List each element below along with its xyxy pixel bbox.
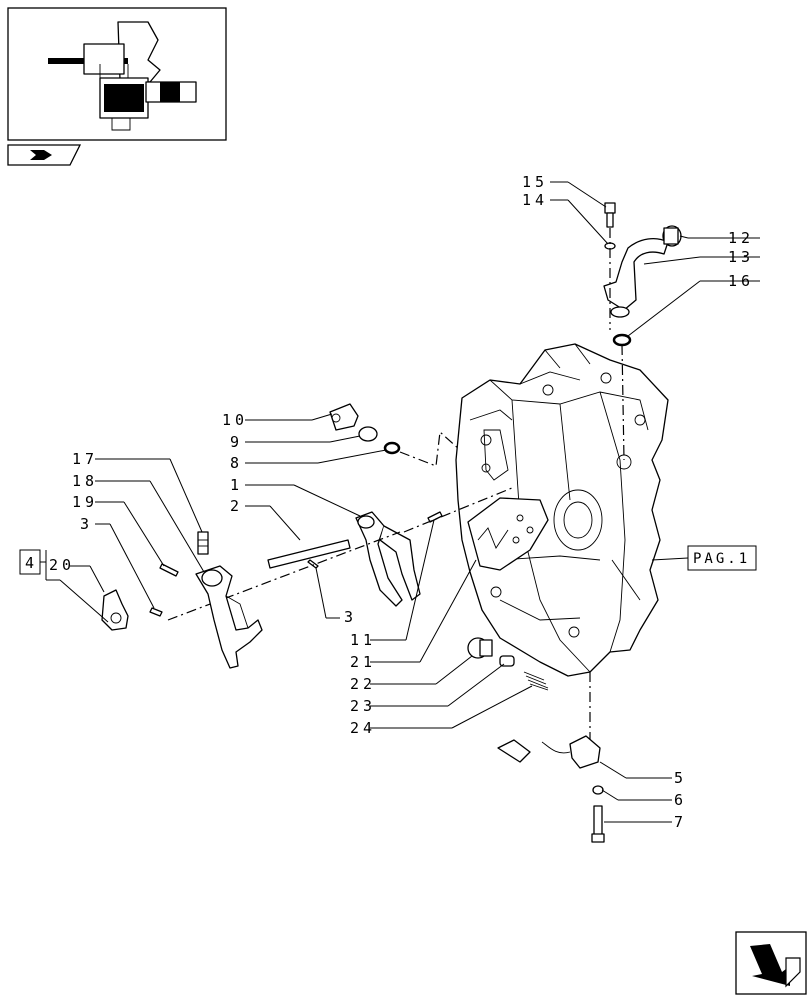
- part-3-pin: [307, 559, 319, 569]
- page-reference-label: PAG.1: [693, 551, 750, 567]
- callout-20: 20: [49, 556, 75, 574]
- callout-3a: 3: [80, 515, 93, 533]
- assembly-thumbnail[interactable]: [7, 7, 227, 141]
- part-19-pin: [159, 563, 179, 577]
- callout-21: 21: [350, 653, 376, 671]
- part-21-detent-plate: [467, 497, 549, 571]
- part-9-spacer: [358, 426, 378, 442]
- assembly-thumbnail-icon: [48, 21, 197, 131]
- part-3-pin-b: [149, 607, 163, 617]
- part-10-fitting: [329, 403, 359, 431]
- part-21-plug: [467, 637, 493, 659]
- part-6-washer: [592, 785, 604, 795]
- callout-16: 16: [728, 272, 754, 290]
- part-18-shift-fork: [195, 565, 263, 669]
- callout-5: 5: [674, 769, 687, 787]
- next-arrow-icon: [750, 944, 801, 988]
- callout-1: 1: [230, 476, 243, 494]
- callout-14: 14: [522, 191, 548, 209]
- part-8-o-ring: [383, 441, 401, 455]
- part-12-cap: [662, 225, 682, 247]
- callout-18: 18: [72, 472, 98, 490]
- callout-8: 8: [230, 454, 243, 472]
- part-16-o-ring: [612, 333, 632, 347]
- reference-page-number: 4: [25, 554, 38, 572]
- callout-13: 13: [728, 248, 754, 266]
- part-20-connector: [101, 589, 129, 631]
- back-arrow-icon: [30, 150, 52, 160]
- part-7-screw: [591, 805, 605, 843]
- next-arrow-button[interactable]: [735, 931, 807, 995]
- callout-22: 22: [350, 675, 376, 693]
- callout-19: 19: [72, 493, 98, 511]
- part-11-pin: [427, 511, 443, 523]
- callout-15: 15: [522, 173, 548, 191]
- callout-9: 9: [230, 433, 243, 451]
- part-2-shift-rod: [267, 539, 351, 569]
- part-5-sensor: [497, 735, 601, 769]
- callout-24: 24: [350, 719, 376, 737]
- reference-page-box-4[interactable]: 4: [19, 549, 47, 580]
- callout-11: 11: [350, 631, 376, 649]
- part-22-plunger: [499, 655, 515, 667]
- callout-6: 6: [674, 791, 687, 809]
- part-17-plug: [197, 531, 209, 555]
- leader-lines: [46, 181, 760, 823]
- part-1-shift-fork: [355, 511, 421, 607]
- callout-7: 7: [674, 813, 687, 831]
- callout-3b: 3: [344, 608, 357, 626]
- gearbox-housing: [455, 343, 669, 677]
- part-24-spring: [523, 671, 549, 691]
- callout-2: 2: [230, 497, 243, 515]
- callout-23: 23: [350, 697, 376, 715]
- part-15-bolt: [604, 202, 616, 228]
- part-13-pipe: [603, 237, 669, 318]
- callout-17: 17: [72, 450, 98, 468]
- callout-12: 12: [728, 229, 754, 247]
- callout-10: 10: [222, 411, 248, 429]
- back-arrow-button[interactable]: [7, 144, 82, 166]
- page-reference-box[interactable]: PAG.1: [687, 545, 757, 571]
